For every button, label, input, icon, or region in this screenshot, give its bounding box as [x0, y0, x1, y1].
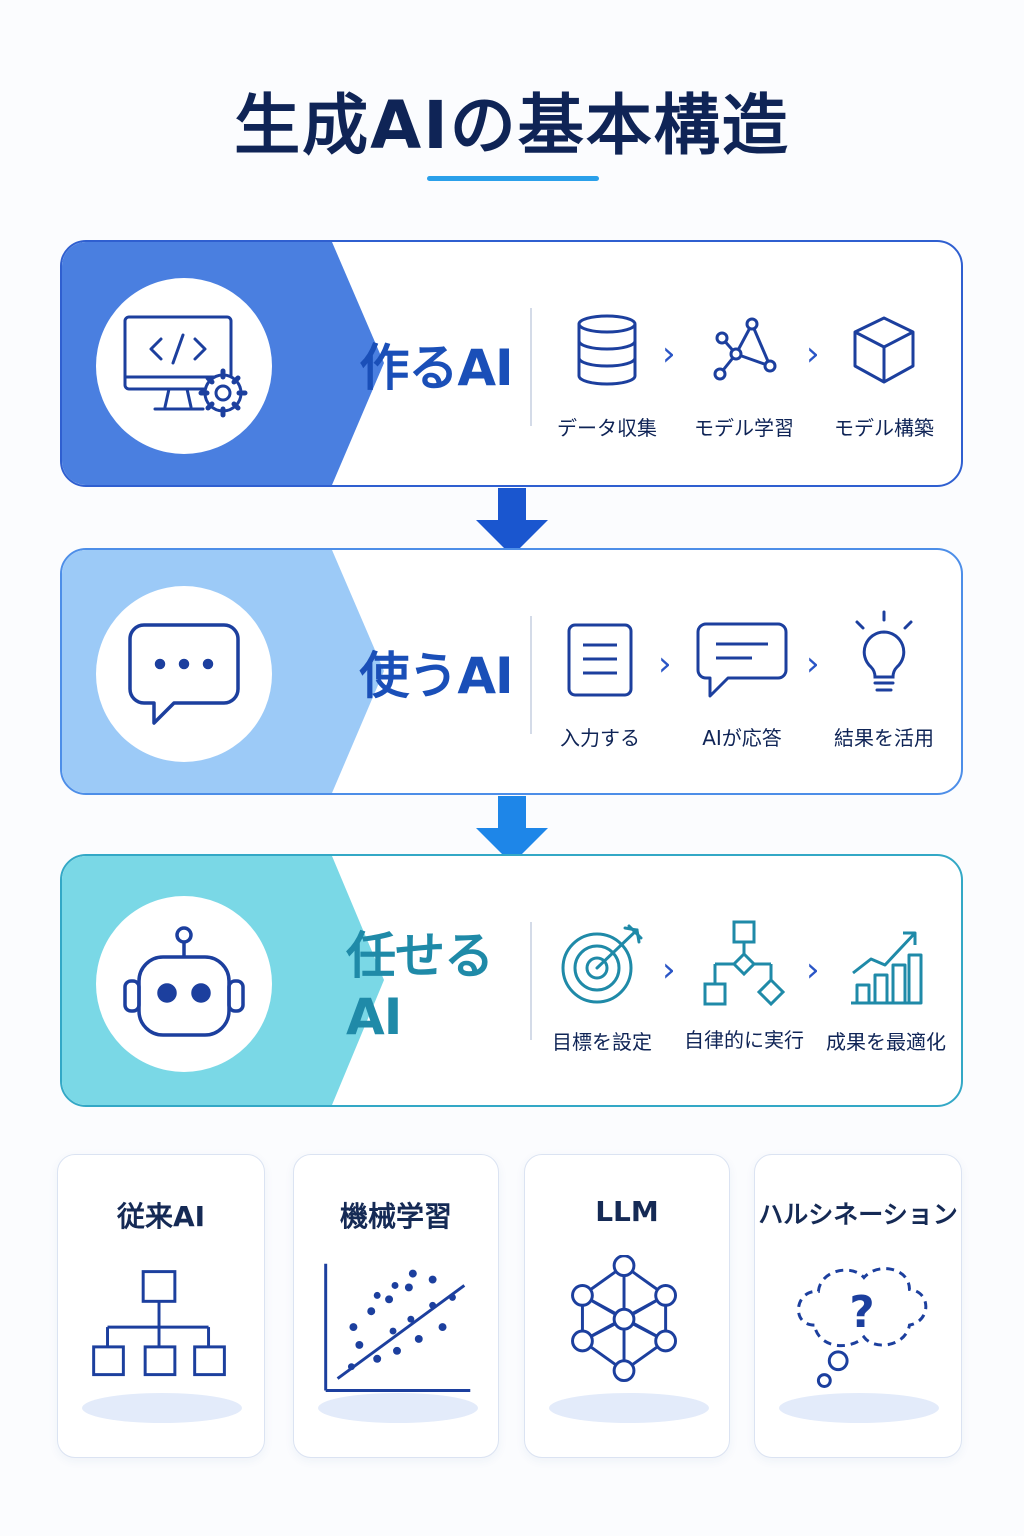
lightbulb-icon — [814, 610, 954, 700]
card-machine-learning: 機械学習 — [293, 1154, 499, 1458]
panel-divider — [530, 922, 532, 1040]
card-hallucination: ハルシネーション ? — [754, 1154, 962, 1458]
step-caption: 自律的に実行 — [684, 1028, 804, 1052]
card-title: 機械学習 — [339, 1200, 452, 1233]
arrow-down-icon — [476, 796, 548, 864]
panel-create-ai: 作るAI データ収集 › — [60, 240, 963, 487]
database-icon — [537, 310, 677, 390]
growth-chart-icon — [816, 922, 956, 1008]
step-caption: モデル構築 — [834, 416, 934, 440]
card-title: ハルシネーション — [758, 1200, 958, 1229]
step-caption: データ収集 — [557, 416, 657, 440]
step-item: 自律的に実行 — [674, 920, 814, 1053]
panel-chevron — [324, 550, 384, 793]
title-underline — [427, 176, 599, 181]
step-item: 目標を設定 — [532, 924, 672, 1055]
step-caption: 成果を最適化 — [826, 1030, 946, 1054]
svg-text:?: ? — [849, 1288, 874, 1338]
cube-icon — [814, 310, 954, 390]
panel-use-ai: 使うAI 入力する › AIが応答 › — [60, 548, 963, 795]
card-title: LLM — [595, 1195, 659, 1228]
flowchart-icon — [674, 920, 814, 1008]
question-thought-icon: ? — [797, 1267, 928, 1388]
step-item: 成果を最適化 — [816, 922, 956, 1055]
card-conventional-ai: 従来AI — [57, 1154, 265, 1458]
chevron-right-icon: › — [806, 644, 820, 684]
panel-label: 任せるAI — [346, 926, 494, 1046]
step-caption: AIが応答 — [702, 726, 782, 750]
step-caption: 入力する — [560, 726, 640, 750]
message-icon — [672, 620, 812, 700]
step-caption: モデル学習 — [694, 416, 794, 440]
target-icon — [532, 924, 672, 1004]
neural-network-icon — [571, 1255, 678, 1383]
computer-code-gear-icon — [96, 278, 272, 454]
scatter-plot-icon — [324, 1263, 471, 1392]
chevron-right-icon: › — [658, 644, 672, 684]
panel-divider — [530, 616, 532, 734]
step-caption: 結果を活用 — [834, 726, 934, 750]
panel-delegate-ai: 任せるAI 目標を設定 › — [60, 854, 963, 1107]
step-caption: 目標を設定 — [552, 1030, 652, 1054]
arrow-down-icon — [476, 488, 548, 556]
panel-chevron — [324, 242, 384, 485]
panel-divider — [530, 308, 532, 426]
panel-label: 作るAI — [359, 338, 513, 397]
card-icon-shadow — [82, 1393, 242, 1423]
document-icon — [530, 620, 670, 700]
card-title: 従来AI — [116, 1200, 206, 1233]
chevron-right-icon: › — [806, 334, 820, 374]
step-item: モデル学習 — [674, 310, 814, 441]
step-item: 入力する — [530, 620, 670, 751]
panel-chevron — [324, 856, 384, 1105]
page-title: 生成AIの基本構造 — [234, 87, 790, 164]
step-item: モデル構築 — [814, 310, 954, 441]
card-icon-shadow — [318, 1393, 478, 1423]
chat-bubble-icon — [96, 586, 272, 762]
card-llm: LLM — [524, 1154, 730, 1458]
chevron-right-icon: › — [806, 950, 820, 990]
step-item: 結果を活用 — [814, 610, 954, 751]
network-graph-icon — [674, 310, 814, 390]
robot-icon — [96, 896, 272, 1072]
step-item: データ収集 — [537, 310, 677, 441]
chevron-right-icon: › — [662, 334, 676, 374]
step-item: AIが応答 — [672, 620, 812, 751]
card-icon-shadow — [549, 1393, 709, 1423]
card-icon-shadow — [779, 1393, 939, 1423]
chevron-right-icon: › — [662, 950, 676, 990]
panel-label: 使うAI — [359, 646, 513, 705]
hierarchy-icon — [92, 1270, 226, 1377]
